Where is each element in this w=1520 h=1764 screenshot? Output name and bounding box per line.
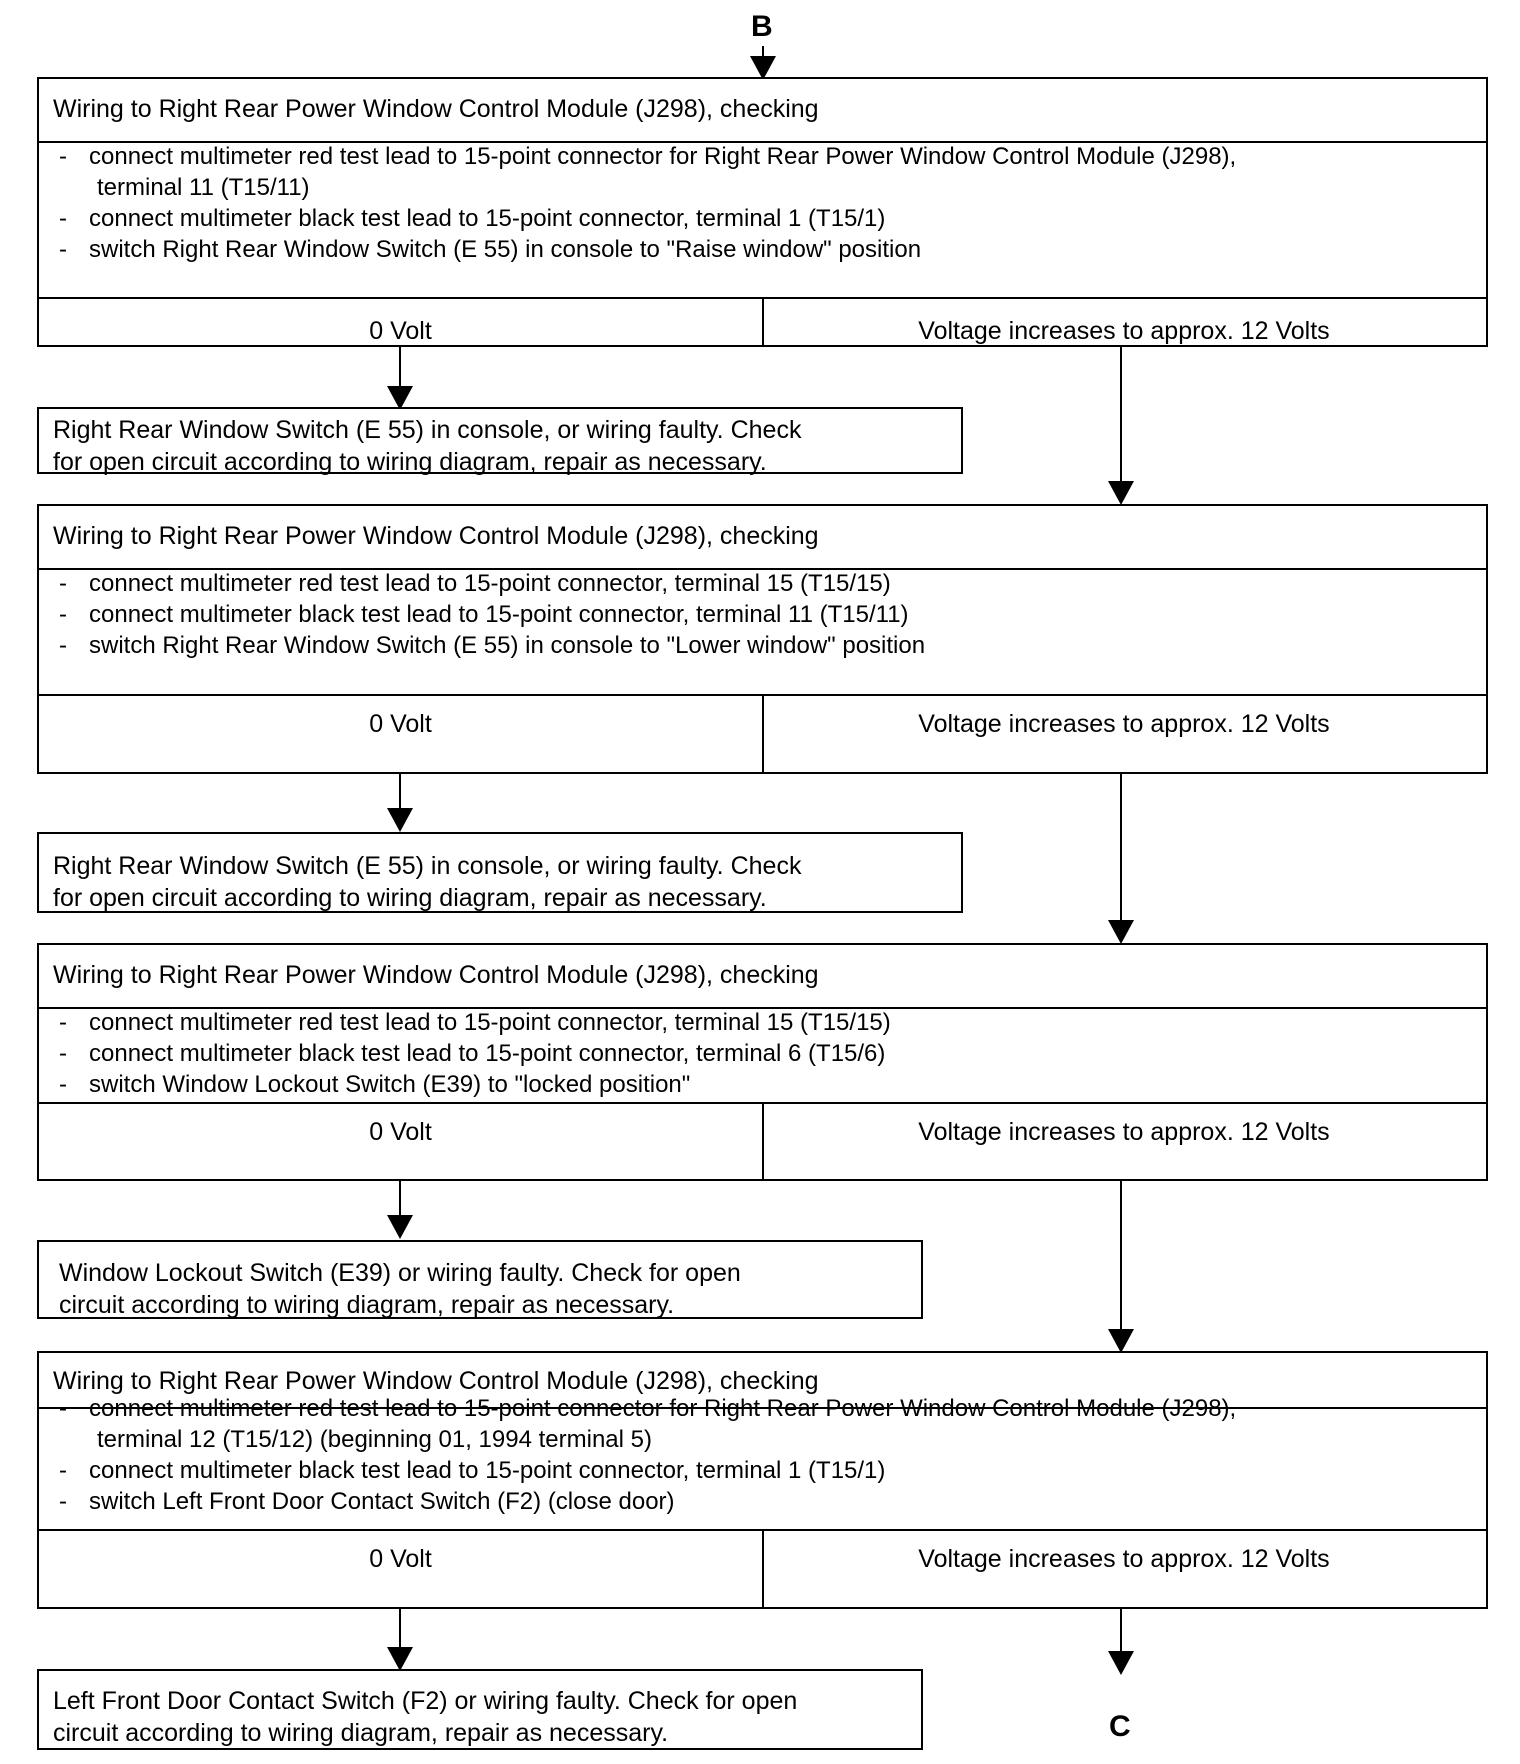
result-row-4: 0 Volt Voltage increases to approx. 12 V…: [37, 1529, 1488, 1609]
flow-line: [399, 1609, 401, 1651]
check-block-2-title: Wiring to Right Rear Power Window Contro…: [39, 506, 1486, 570]
flow-arrowhead: [387, 1647, 413, 1671]
connector-c-label: C: [1109, 1710, 1131, 1743]
step-item: -connect multimeter red test lead to 15-…: [59, 1395, 1237, 1453]
flow-line: [1120, 1181, 1122, 1333]
fault-box-4: Left Front Door Contact Switch (F2) or w…: [37, 1669, 923, 1750]
check-block-2-steps: -connect multimeter red test lead to 15-…: [39, 568, 1486, 661]
step-item: -connect multimeter black test lead to 1…: [59, 601, 909, 628]
result-12-volts: Voltage increases to approx. 12 Volts: [918, 1118, 1330, 1146]
result-12-volts: Voltage increases to approx. 12 Volts: [918, 710, 1330, 738]
check-block-4-steps: -connect multimeter red test lead to 15-…: [39, 1393, 1486, 1517]
flow-line: [399, 1181, 401, 1219]
step-item: -connect multimeter black test lead to 1…: [59, 1040, 886, 1067]
flow-arrowhead: [387, 808, 413, 832]
check-block-3-title: Wiring to Right Rear Power Window Contro…: [39, 945, 1486, 1009]
fault-box-3: Window Lockout Switch (E39) or wiring fa…: [37, 1240, 923, 1319]
result-0-volt: 0 Volt: [39, 1104, 764, 1179]
flow-line: [399, 347, 401, 390]
check-block-1: Wiring to Right Rear Power Window Contro…: [37, 77, 1488, 299]
check-block-1-steps: -connect multimeter red test lead to 15-…: [39, 141, 1486, 265]
fault-box-2: Right Rear Window Switch (E 55) in conso…: [37, 832, 963, 913]
flow-arrowhead: [387, 386, 413, 410]
connector-b-label: B: [751, 10, 773, 43]
step-item: -connect multimeter red test lead to 15-…: [59, 570, 891, 597]
result-0-volt: 0 Volt: [39, 696, 764, 772]
result-row-1: 0 Volt Voltage increases to approx. 12 V…: [37, 297, 1488, 347]
flow-arrowhead: [1108, 1651, 1134, 1675]
flow-line: [1120, 774, 1122, 924]
check-block-4: Wiring to Right Rear Power Window Contro…: [37, 1351, 1488, 1531]
step-item: -switch Window Lockout Switch (E39) to "…: [59, 1071, 691, 1098]
step-item: -connect multimeter red test lead to 15-…: [59, 1009, 891, 1036]
check-block-3: Wiring to Right Rear Power Window Contro…: [37, 943, 1488, 1104]
result-row-3: 0 Volt Voltage increases to approx. 12 V…: [37, 1102, 1488, 1181]
fault-box-1: Right Rear Window Switch (E 55) in conso…: [37, 407, 963, 476]
connector-b-line: [762, 46, 764, 60]
flow-arrowhead: [1108, 920, 1134, 944]
step-item: -connect multimeter black test lead to 1…: [59, 205, 886, 232]
result-0-volt: 0 Volt: [39, 299, 764, 345]
step-item: -switch Right Rear Window Switch (E 55) …: [59, 632, 926, 659]
flow-line: [399, 774, 401, 812]
check-block-3-steps: -connect multimeter red test lead to 15-…: [39, 1007, 1486, 1100]
check-block-2: Wiring to Right Rear Power Window Contro…: [37, 504, 1488, 696]
flow-line: [1120, 347, 1122, 485]
check-block-1-title: Wiring to Right Rear Power Window Contro…: [39, 79, 1486, 143]
step-item: -connect multimeter black test lead to 1…: [59, 1457, 886, 1484]
result-12-volts: Voltage increases to approx. 12 Volts: [918, 1545, 1330, 1573]
connector-b-arrowhead: [750, 56, 776, 80]
result-row-2: 0 Volt Voltage increases to approx. 12 V…: [37, 694, 1488, 774]
check-block-4-title: Wiring to Right Rear Power Window Contro…: [39, 1353, 1486, 1409]
result-0-volt: 0 Volt: [39, 1531, 764, 1607]
flow-arrowhead: [387, 1215, 413, 1239]
step-item: -switch Right Rear Window Switch (E 55) …: [59, 236, 922, 263]
flow-arrowhead: [1108, 1329, 1134, 1353]
step-item: -connect multimeter red test lead to 15-…: [59, 143, 1237, 201]
flow-line: [1120, 1609, 1122, 1655]
flow-arrowhead: [1108, 481, 1134, 505]
result-12-volts: Voltage increases to approx. 12 Volts: [918, 317, 1330, 345]
step-item: -switch Left Front Door Contact Switch (…: [59, 1488, 675, 1515]
